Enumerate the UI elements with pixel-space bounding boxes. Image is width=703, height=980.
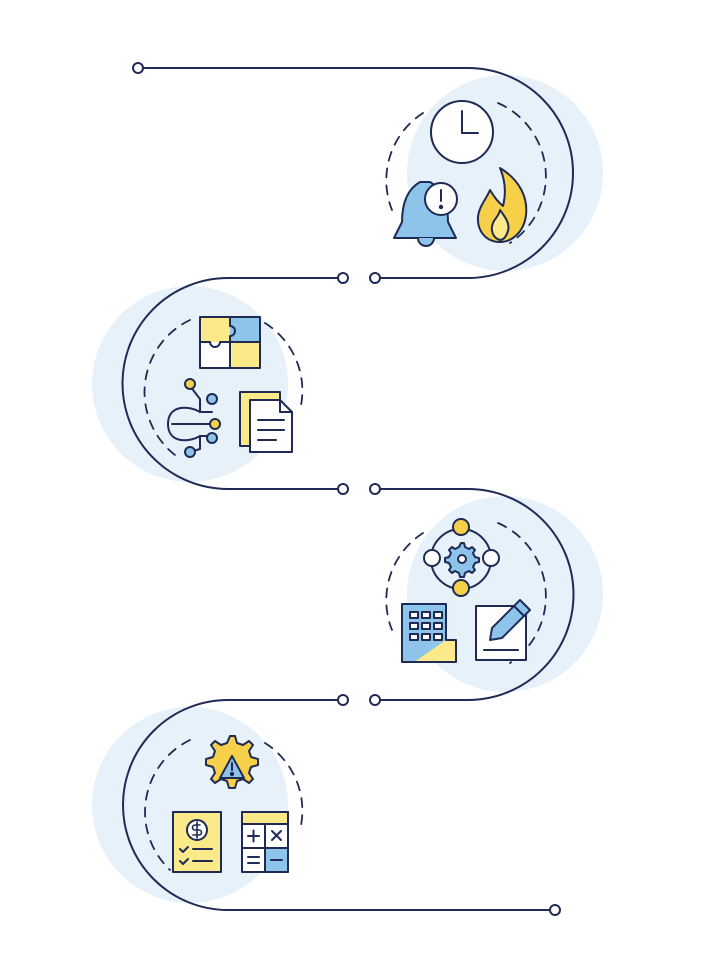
edit-document-icon xyxy=(475,599,531,661)
flame-icon xyxy=(476,167,528,243)
building-icon xyxy=(401,603,457,663)
dashed-arcs xyxy=(143,102,547,871)
invoice-icon xyxy=(172,811,222,873)
merge-arrows-icon xyxy=(167,378,221,458)
connector-dot xyxy=(337,694,349,706)
path-segment-2 xyxy=(121,277,339,490)
step-4-background xyxy=(92,707,288,903)
step-2-dashed-arc xyxy=(143,319,191,456)
start-dot xyxy=(132,62,144,74)
connector-dot xyxy=(337,272,349,284)
alarm-bell-icon xyxy=(393,181,458,247)
connector-dot xyxy=(369,483,381,495)
warning-gear-icon xyxy=(205,735,259,789)
step-2-dashed-arc xyxy=(264,322,304,411)
step-3-dashed-arc xyxy=(385,532,424,631)
connector-dot xyxy=(337,483,349,495)
step-1-dashed-arc xyxy=(497,102,547,244)
path-segment-4 xyxy=(122,699,551,911)
clock-icon xyxy=(430,100,494,164)
step-3-dashed-arc xyxy=(497,522,547,664)
step-4-dashed-arc xyxy=(144,739,191,871)
path-segment-3 xyxy=(379,488,575,701)
calculator-icon xyxy=(241,811,289,873)
step-1-dashed-arc xyxy=(385,112,424,211)
timeline-path xyxy=(121,67,575,911)
puzzle-icon xyxy=(199,316,261,369)
path-segment-1 xyxy=(142,67,574,279)
connector-dot xyxy=(369,694,381,706)
documents-icon xyxy=(239,391,293,453)
connector-dot xyxy=(369,272,381,284)
gear-cycle-icon xyxy=(423,518,500,597)
end-dot xyxy=(549,904,561,916)
step-4-dashed-arc xyxy=(264,742,304,831)
connector-dots xyxy=(132,62,561,916)
